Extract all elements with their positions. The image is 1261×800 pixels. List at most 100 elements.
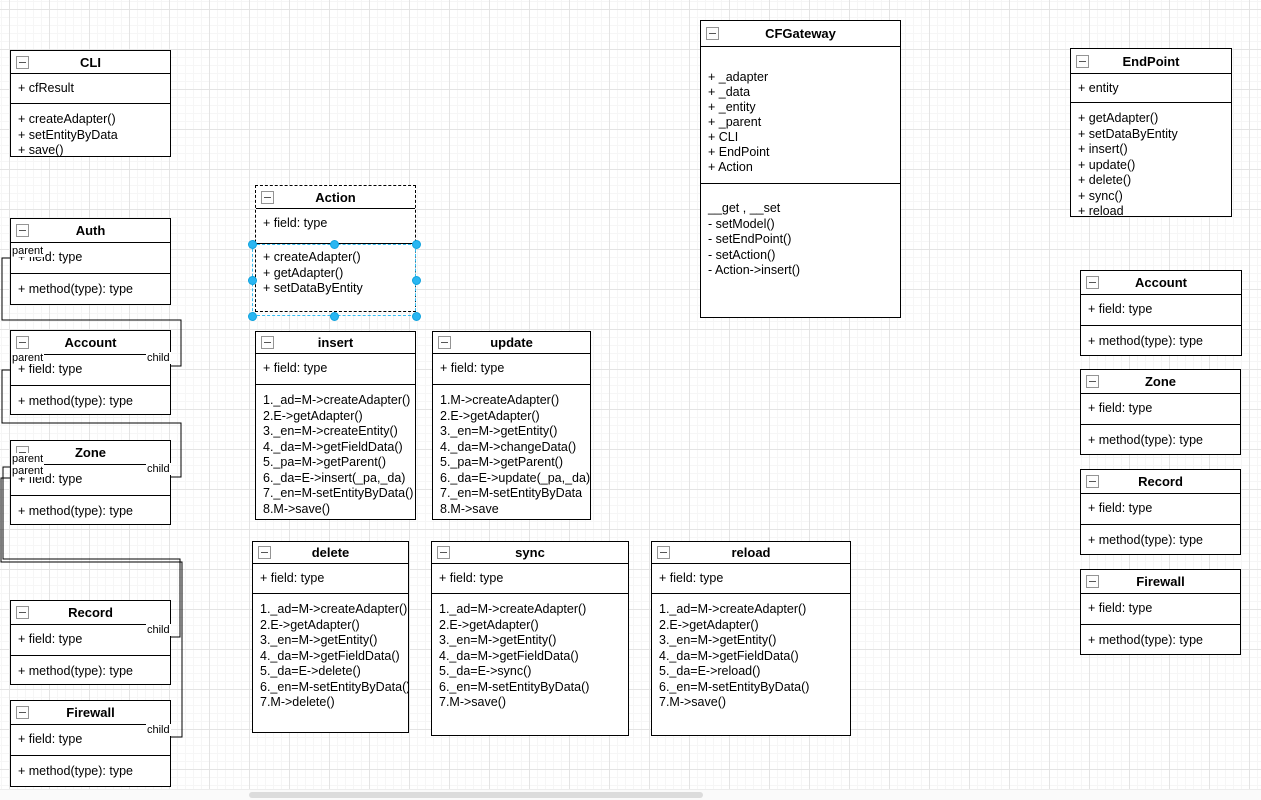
uml-edge-zone-firewall[interactable] [0, 477, 183, 738]
class-box-auth[interactable]: Auth + field: type + method(type): type [10, 218, 171, 305]
collapse-icon[interactable] [16, 55, 29, 69]
class-box-endpoint[interactable]: EndPoint + entity + getAdapter()+ setDat… [1070, 48, 1232, 217]
collapse-icon[interactable] [16, 336, 29, 349]
methods-compartment: + method(type): type [1081, 625, 1240, 654]
collapse-icon[interactable] [16, 606, 29, 619]
class-box-update[interactable]: update + field: type 1.M->createAdapter(… [432, 331, 591, 520]
attribute-line: + Action [708, 160, 753, 174]
method-line: __get , __set [708, 201, 781, 215]
method-line: 6._da=E->insert(_pa,_da) [263, 470, 406, 485]
methods-compartment: + createAdapter()+ setEntityByData+ save… [11, 104, 170, 156]
method-line: 2.E->getAdapter() [440, 408, 540, 423]
method-line: + createAdapter() [18, 112, 116, 126]
collapse-icon[interactable] [1076, 54, 1089, 68]
selection-handle-e[interactable] [411, 275, 421, 285]
method-line: 4._da=M->getFieldData() [439, 648, 579, 663]
selection-handle-sw[interactable] [247, 311, 257, 321]
methods-compartment: + method(type): type [11, 496, 170, 524]
method-line: + method(type): type [1088, 533, 1203, 547]
collapse-icon[interactable] [438, 336, 451, 349]
attributes-compartment: + _adapter+ _data+ _entity+ _parent+ CLI… [701, 47, 900, 184]
methods-compartment: 1._ad=M->createAdapter()2.E->getAdapter(… [256, 385, 415, 519]
class-box-insert[interactable]: insert + field: type 1._ad=M->createAdap… [255, 331, 416, 520]
class-title: Firewall [66, 705, 115, 720]
edge-label-child[interactable]: child [146, 352, 171, 364]
attributes-compartment: + field: type [433, 354, 590, 385]
minus-glyph [1089, 381, 1096, 382]
selection-handle-n[interactable] [329, 239, 339, 249]
method-line: 1._ad=M->createAdapter() [439, 602, 587, 616]
method-line: 3._en=M->getEntity() [439, 633, 557, 647]
method-line: - setAction() [708, 247, 776, 262]
selection-handle-nw[interactable] [247, 239, 257, 249]
selection-handle-ne[interactable] [411, 239, 421, 249]
collapse-icon[interactable] [258, 546, 271, 559]
method-line: + method(type): type [1088, 433, 1203, 447]
class-box-action[interactable]: Action + field: type + createAdapter()+ … [255, 185, 416, 312]
uml-edge-account-zone[interactable] [1, 369, 182, 478]
attribute-line: + field: type [1088, 601, 1153, 615]
horizontal-scrollbar-thumb[interactable] [249, 792, 703, 798]
edge-label-parent[interactable]: parent [11, 465, 45, 477]
selection-handle-se[interactable] [411, 311, 421, 321]
selection-handle-s[interactable] [329, 311, 339, 321]
attributes-compartment: + cfResult [11, 74, 170, 104]
collapse-icon[interactable] [1086, 475, 1099, 488]
class-box-cli[interactable]: CLI + cfResult + createAdapter()+ setEnt… [10, 50, 171, 157]
class-box-record-left[interactable]: Record + field: type + method(type): typ… [10, 600, 171, 685]
attribute-line: + _data [708, 85, 751, 99]
collapse-icon[interactable] [261, 336, 274, 349]
collapse-icon[interactable] [1086, 375, 1099, 388]
class-box-firewall-right[interactable]: Firewall + field: type + method(type): t… [1080, 569, 1241, 655]
attribute-line: + field: type [439, 571, 504, 585]
uml-edge-zone-record[interactable] [2, 466, 181, 638]
collapse-icon[interactable] [1086, 575, 1099, 588]
collapse-icon[interactable] [437, 546, 450, 559]
collapse-icon[interactable] [657, 546, 670, 559]
class-box-reload[interactable]: reload + field: type 1._ad=M->createAdap… [651, 541, 851, 736]
edge-label-parent[interactable]: parent [11, 245, 45, 257]
method-line: + method(type): type [18, 282, 133, 296]
class-box-zone-right[interactable]: Zone + field: type + method(type): type [1080, 369, 1241, 455]
method-line: 2.E->getAdapter() [659, 617, 759, 632]
minus-glyph [1089, 581, 1096, 582]
selection-box[interactable] [252, 244, 416, 316]
method-line: + getAdapter() [1078, 111, 1159, 125]
edge-label-child[interactable]: child [146, 463, 171, 475]
class-box-record-right[interactable]: Record + field: type + method(type): typ… [1080, 469, 1241, 555]
attribute-line: + field: type [18, 362, 83, 376]
minus-glyph [264, 196, 271, 198]
edge-label-child[interactable]: child [146, 724, 171, 736]
edge-label-child[interactable]: child [146, 624, 171, 636]
class-box-cfgateway[interactable]: CFGateway + _adapter+ _data+ _entity+ _p… [700, 20, 901, 318]
method-line: + save() [18, 143, 64, 156]
collapse-icon[interactable] [706, 27, 719, 40]
class-title: Action [315, 189, 356, 205]
uml-edge-auth-account[interactable] [1, 257, 182, 367]
attribute-line: + field: type [1088, 302, 1153, 316]
class-box-delete[interactable]: delete + field: type 1._ad=M->createAdap… [252, 541, 409, 733]
collapse-icon[interactable] [1086, 276, 1099, 289]
method-line: 7._en=M-setEntityByData [440, 486, 583, 500]
method-line: - setModel() [708, 216, 775, 231]
methods-compartment: + method(type): type [1081, 425, 1240, 454]
class-box-firewall-left[interactable]: Firewall + field: type + method(type): t… [10, 700, 171, 787]
class-title: Zone [1144, 374, 1177, 389]
attribute-line: + field: type [1088, 501, 1153, 515]
class-box-account-right[interactable]: Account + field: type + method(type): ty… [1080, 270, 1242, 356]
methods-compartment: + method(type): type [1081, 525, 1240, 554]
methods-compartment: 1._ad=M->createAdapter()2.E->getAdapter(… [652, 594, 850, 735]
minus-glyph [709, 33, 716, 34]
collapse-icon[interactable] [261, 190, 274, 204]
edge-label-parent[interactable]: parent [11, 352, 45, 364]
attribute-line: + field: type [263, 216, 328, 230]
attributes-compartment: + entity [1071, 74, 1231, 103]
selection-handle-w[interactable] [247, 275, 257, 285]
edge-label-parent[interactable]: parent [11, 453, 45, 465]
attributes-compartment: + field: type [1081, 594, 1240, 625]
collapse-icon[interactable] [16, 706, 29, 719]
class-box-sync[interactable]: sync + field: type 1._ad=M->createAdapte… [431, 541, 629, 736]
collapse-icon[interactable] [16, 224, 29, 237]
class-box-account-left[interactable]: Account + field: type + method(type): ty… [10, 330, 171, 415]
